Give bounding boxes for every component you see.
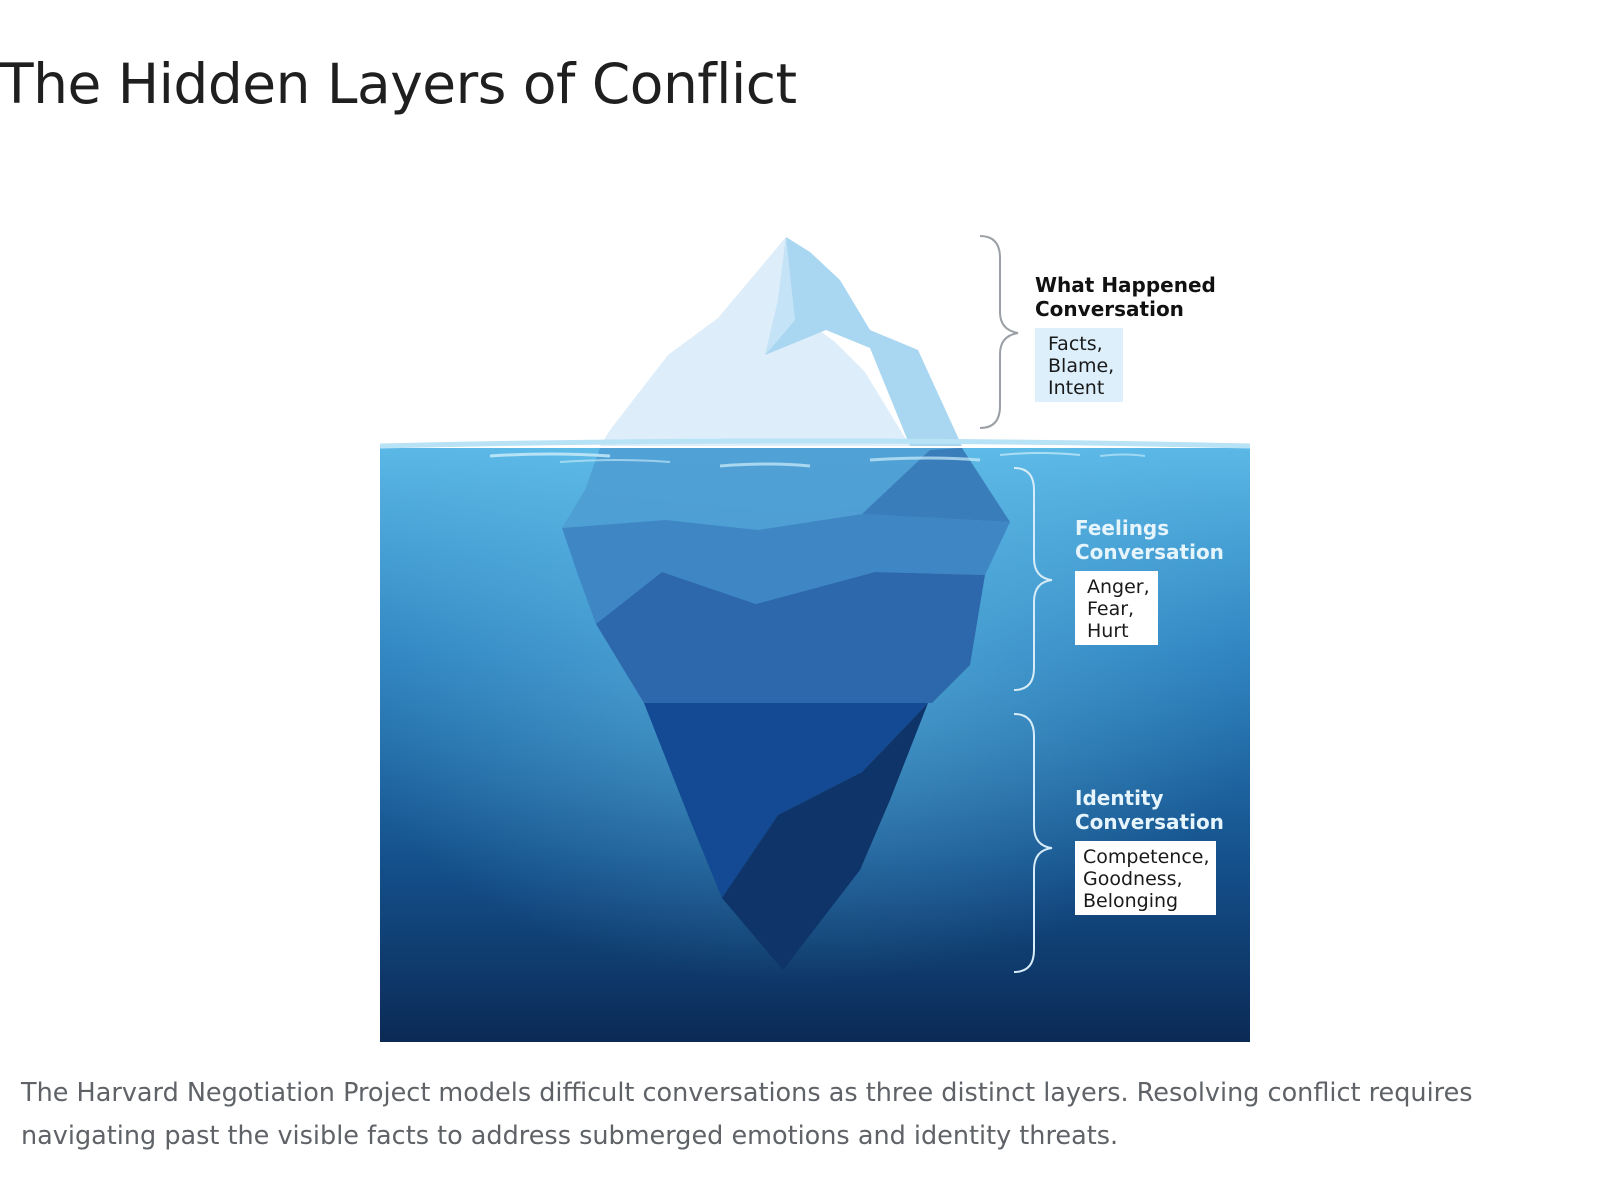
layer-items-box — [1035, 328, 1123, 402]
iceberg-layer-identity — [644, 703, 928, 970]
iceberg-layer-feelings — [562, 448, 1010, 703]
layer-feelings: Feelings Conversation Anger, Fear, Hurt — [1075, 516, 1224, 645]
layer-item: Facts, — [1048, 333, 1103, 355]
layer-item: Fear, — [1087, 598, 1134, 620]
brace-identity — [1013, 713, 1053, 973]
caption: The Harvard Negotiation Project models d… — [21, 1072, 1561, 1158]
layer-title-line: Feelings — [1075, 516, 1169, 540]
layer-title-line: Conversation — [1035, 297, 1184, 321]
layer-what-happened: What Happened Conversation Facts, Blame,… — [1035, 273, 1216, 402]
brace-feelings — [1013, 467, 1053, 691]
layer-title-line: Identity — [1075, 786, 1164, 810]
layer-title-line: What Happened — [1035, 273, 1216, 297]
layer-items-box — [1075, 571, 1158, 645]
iceberg-tip — [600, 237, 962, 446]
layer-item: Anger, — [1087, 576, 1150, 598]
caption-line: The Harvard Negotiation Project models d… — [21, 1078, 1473, 1108]
layer-item: Competence, — [1083, 846, 1210, 868]
page-title: The Hidden Layers of Conflict — [0, 52, 797, 116]
layer-item: Belonging — [1083, 890, 1178, 912]
layer-item: Goodness, — [1083, 868, 1183, 890]
layer-items-box — [1075, 841, 1216, 915]
layer-item: Blame, — [1048, 355, 1114, 377]
layer-item: Intent — [1048, 377, 1104, 399]
layer-item: Hurt — [1087, 620, 1129, 642]
layer-title-line: Conversation — [1075, 810, 1224, 834]
waterline — [379, 438, 1251, 468]
brace-what-happened — [979, 235, 1019, 429]
caption-line: navigating past the visible facts to add… — [21, 1121, 1119, 1151]
layer-identity: Identity Conversation Competence, Goodne… — [1075, 786, 1224, 915]
layer-title-line: Conversation — [1075, 540, 1224, 564]
